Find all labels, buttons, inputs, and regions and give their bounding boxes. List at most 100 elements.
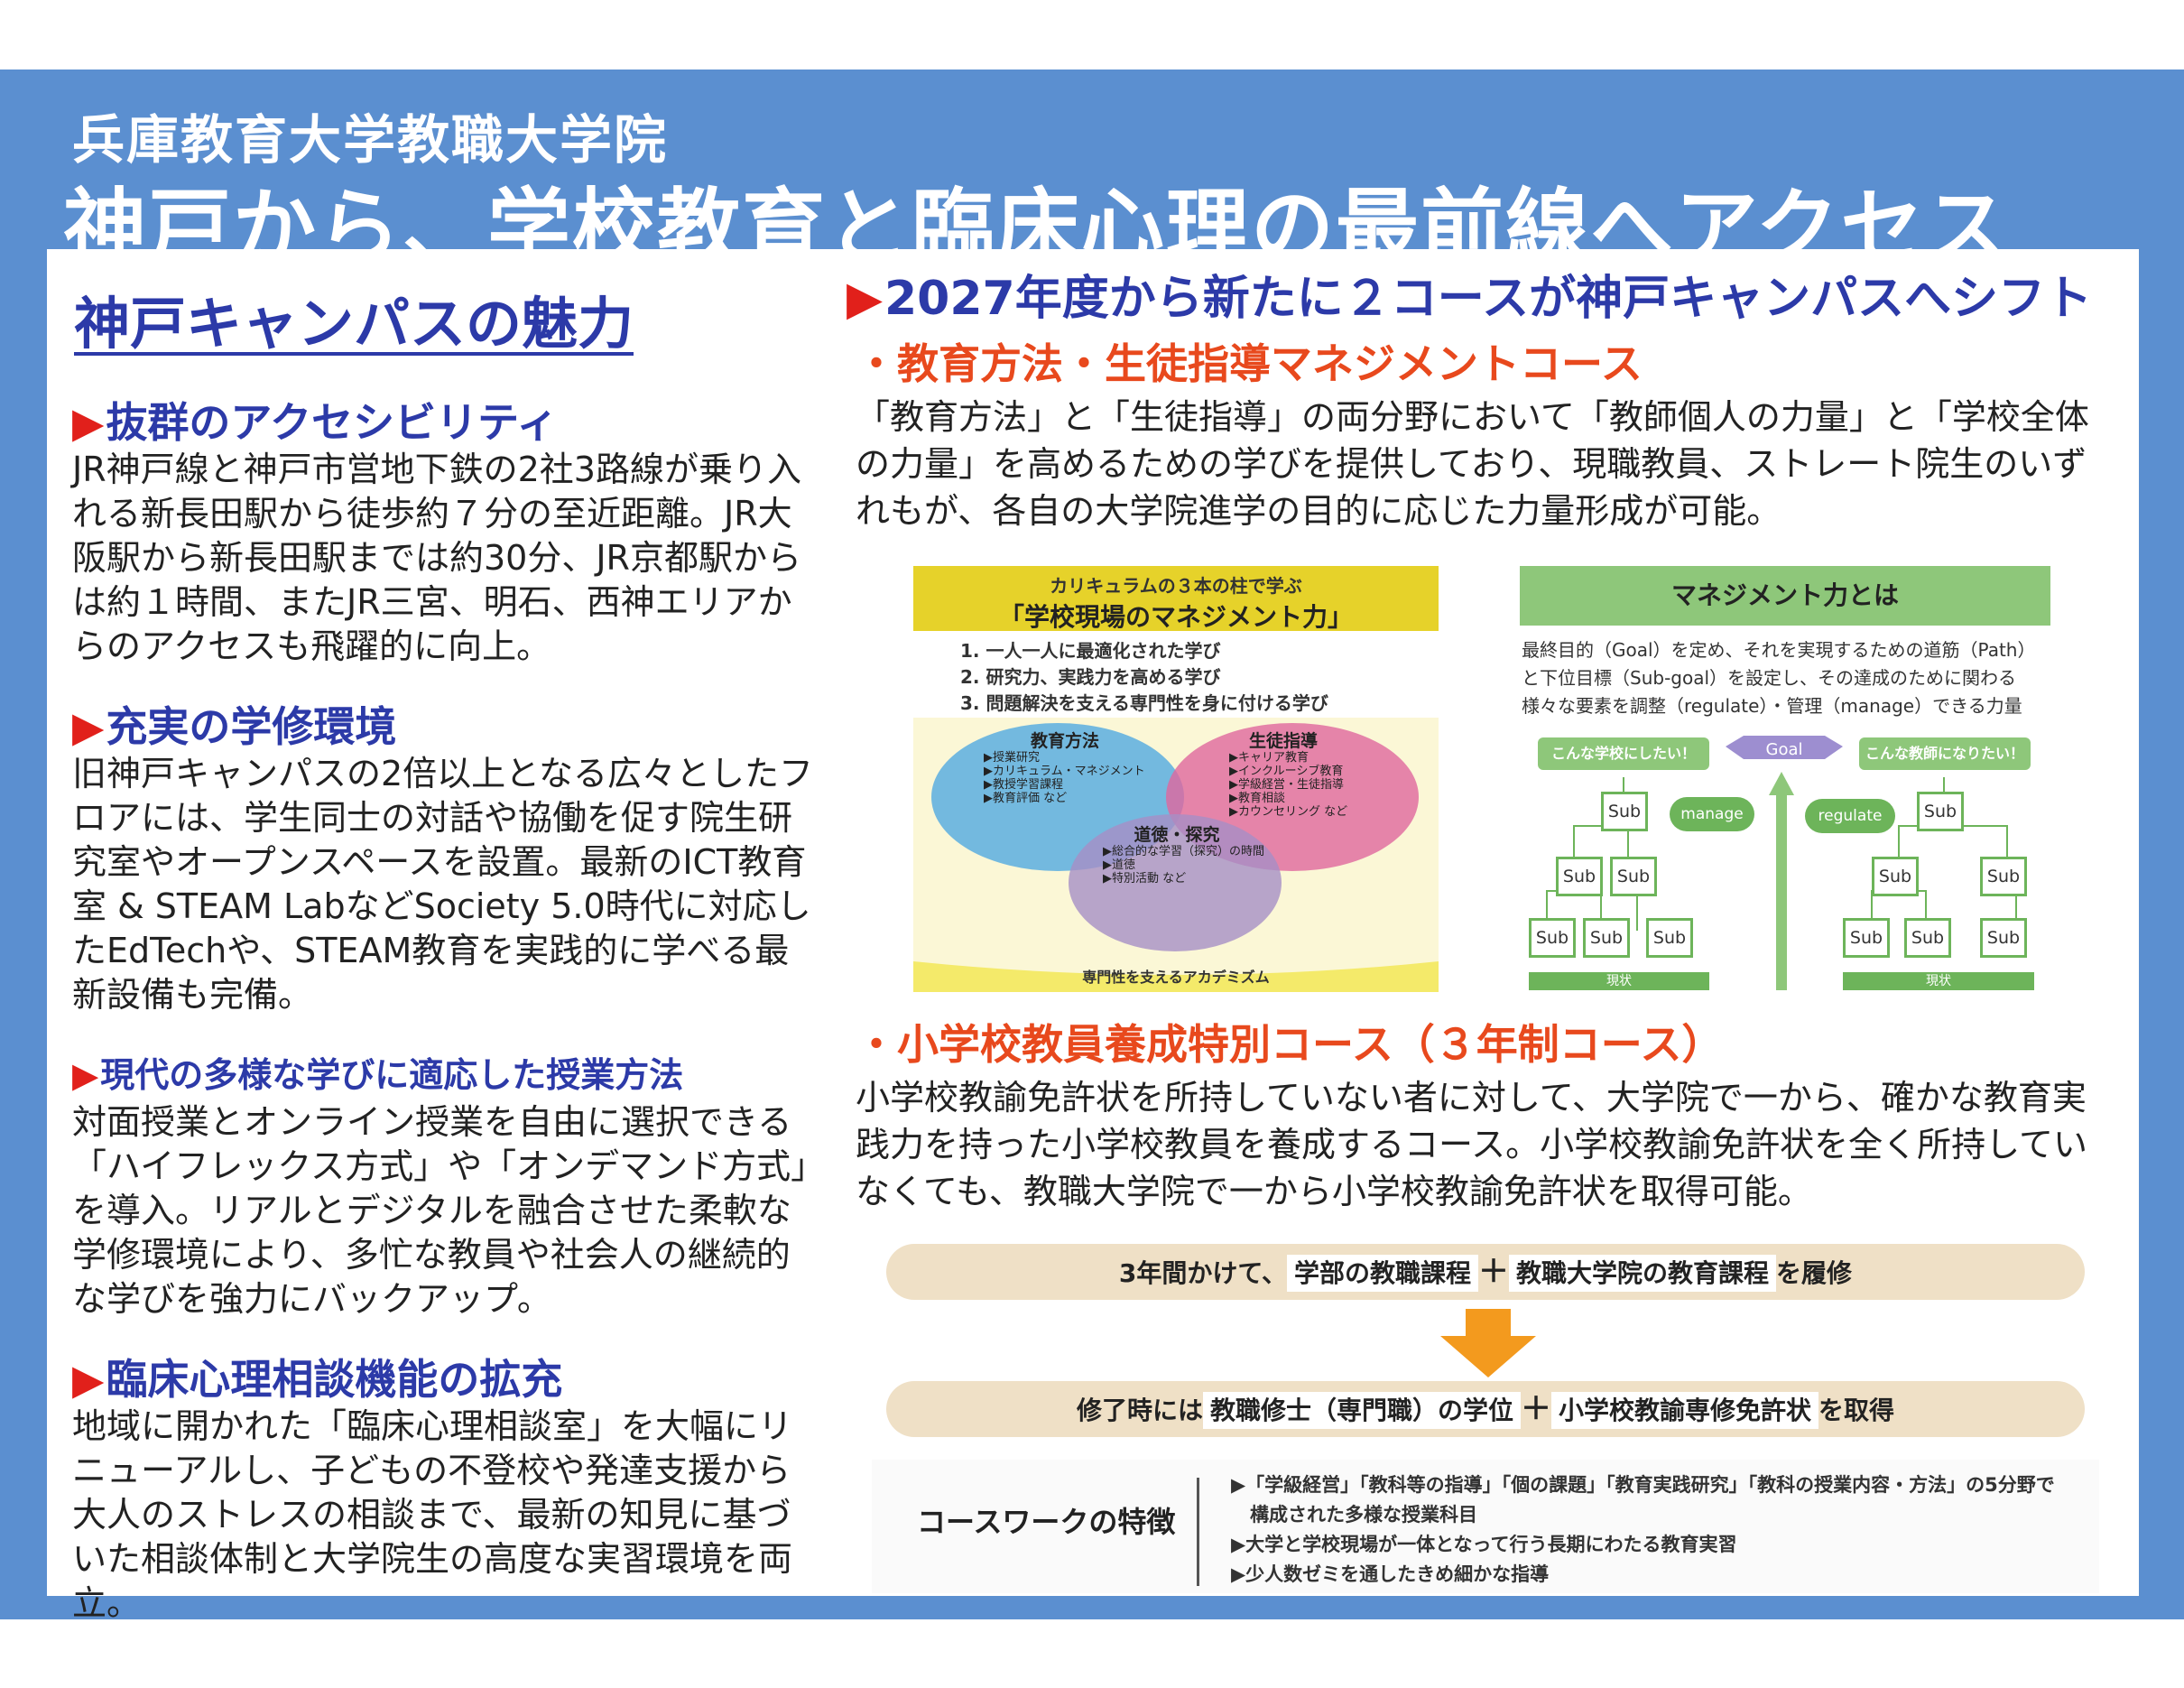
section-heading: ▶充実の学修環境 <box>72 701 821 752</box>
flow-text: を取得 <box>1818 1396 1895 1425</box>
section-text: 対面授業とオンライン授業を自由に選択できる「ハイフレックス方式」や「オンデマンド… <box>72 1102 809 1319</box>
current-state-bar: 現状 <box>1529 972 1709 990</box>
current-state-bar: 現状 <box>1843 972 2034 990</box>
subgoal-box: Sub <box>1529 918 1576 958</box>
section-heading-text: 充実の学修環境 <box>106 702 397 751</box>
right-column: ▶2027年度から新たに２コースが神戸キャンパスへシフト ・教育方法・生徒指導マ… <box>847 271 2119 534</box>
goal-label: Goal <box>1766 740 1803 759</box>
growth-arrow-shaft <box>1776 792 1787 990</box>
venn-item: ▶教育相談 <box>1229 791 1285 805</box>
curriculum-point: 2. 研究力、実践力を高める学び <box>960 666 1221 688</box>
venn-item: ▶道徳 <box>1103 858 1135 872</box>
venn-item: ▶カリキュラム・マネジメント <box>984 765 1145 778</box>
subgoal-box: Sub <box>1646 918 1693 958</box>
coursework-label: コースワークの特徴 <box>917 1505 1176 1539</box>
venn-item: ▶カウンセリング など <box>1229 805 1347 819</box>
flow-highlight: 教職修士（専門職）の学位 <box>1202 1392 1521 1429</box>
curriculum-point: 1. 一人一人に最適化された学び <box>960 640 1221 662</box>
venn-label: 教育方法 <box>1031 730 1099 751</box>
coursework-box: コースワークの特徴 ▶「学級経営」「教科等の指導」「個の課題」「教育実践研究」「… <box>872 1460 2099 1593</box>
triangle-icon: ▶ <box>72 1355 105 1404</box>
subgoal-box: Sub <box>1980 857 2027 896</box>
course1-text: 「教育方法」と「生徒指導」の両分野において「教師個人の力量」と「学校全体の力量」… <box>856 397 2089 531</box>
curriculum-caption: カリキュラムの３本の柱で学ぶ <box>1050 575 1302 597</box>
management-desc-line: 最終目的（Goal）を定め、それを実現するための道筋（Path） <box>1522 639 2036 661</box>
management-desc-line: と下位目標（Sub-goal）を設定し、その達成のために関わる <box>1522 667 2017 689</box>
section-heading-text: 臨床心理相談機能の拡充 <box>106 1355 563 1404</box>
venn-label: 道徳・探究 <box>1134 824 1219 845</box>
section-text: 旧神戸キャンパスの2倍以上となる広々としたフロアには、学生同士の対話や協働を促す… <box>72 754 814 1015</box>
flow-highlight: 学部の教職課程 <box>1287 1255 1479 1292</box>
subgoal-box: Sub <box>1583 918 1630 958</box>
triangle-icon: ▶ <box>72 398 105 447</box>
flow-text: 3年間かけて、 <box>1118 1258 1288 1288</box>
management-figure: マネジメント力とは 最終目的（Goal）を定め、それを実現するための道筋（Pat… <box>1520 566 2050 992</box>
coursework-item: ▶少人数ゼミを通したきめ細かな指導 <box>1231 1563 1550 1585</box>
goal-teacher-label: こんな教師になりたい！ <box>1859 737 2031 770</box>
venn-item: ▶インクルーシブ教育 <box>1229 764 1343 778</box>
flow-step-1: 3年間かけて、学部の教職課程＋教職大学院の教育課程を履修 <box>886 1244 2085 1300</box>
venn-item: ▶教授学習課程 <box>984 777 1063 792</box>
section-text: 地域に開かれた「臨床心理相談室」を大幅にリニューアルし、子どもの不登校や発達支援… <box>72 1406 793 1623</box>
subgoal-box: Sub <box>1843 918 1890 958</box>
venn-diagram: 教育方法 生徒指導 道徳・探究 ▶授業研究▶カリキュラム・マネジメント▶教授学習… <box>913 718 1439 975</box>
subgoal-box: Sub <box>1556 857 1603 896</box>
venn-label: 生徒指導 <box>1249 730 1318 751</box>
venn-item: ▶授業研究 <box>984 750 1040 765</box>
course1-heading: ・教育方法・生徒指導マネジメントコース <box>856 339 1643 388</box>
coursework-item: 構成された多様な授業科目 <box>1231 1504 1477 1526</box>
curriculum-figure: カリキュラムの３本の柱で学ぶ 「学校現場のマネジメント力」 1. 一人一人に最適… <box>913 566 1439 992</box>
venn-item: ▶キャリア教育 <box>1229 750 1309 765</box>
manage-bubble: manage <box>1670 797 1754 831</box>
campus-title: 神戸キャンパスの魅力 <box>74 291 634 357</box>
course2-text: 小学校教諭免許状を所持していない者に対して、大学院で一から、確かな教育実践力を持… <box>856 1078 2087 1211</box>
triangle-icon: ▶ <box>72 1055 99 1095</box>
goal-arrow <box>1726 736 1843 759</box>
curriculum-header: カリキュラムの３本の柱で学ぶ 「学校現場のマネジメント力」 <box>913 566 1439 632</box>
section-heading: ▶臨床心理相談機能の拡充 <box>72 1354 821 1405</box>
plus-sign: ＋ <box>1478 1254 1510 1290</box>
subgoal-box: Sub <box>1872 857 1919 896</box>
section-heading: ▶抜群のアクセシビリティ <box>72 397 821 448</box>
left-column: 神戸キャンパスの魅力 ▶抜群のアクセシビリティ JR神戸線と神戸市営地下鉄の2社… <box>72 271 821 1658</box>
venn-items: ▶授業研究▶カリキュラム・マネジメント▶教授学習課程▶教育評価 など ▶キャリア教… <box>984 750 1347 886</box>
subgoal-box: Sub <box>1601 792 1648 831</box>
regulate-bubble: regulate <box>1805 799 1895 833</box>
flow-highlight: 教職大学院の教育課程 <box>1509 1255 1777 1292</box>
flow-highlight: 小学校教諭専修免許状 <box>1551 1392 1819 1429</box>
triangle-icon: ▶ <box>847 272 883 326</box>
course2-heading: ・小学校教員養成特別コース（３年制コース） <box>856 1020 1724 1069</box>
flow-step-2: 修了時には教職修士（専門職）の学位＋小学校教諭専修免許状を取得 <box>886 1381 2085 1437</box>
plus-sign: ＋ <box>1521 1391 1551 1427</box>
curriculum-title: 「学校現場のマネジメント力」 <box>998 602 1353 632</box>
section-heading-text: 現代の多様な学びに適応した授業方法 <box>100 1055 684 1095</box>
subgoal-box: Sub <box>1980 918 2027 958</box>
venn-item: ▶学級経営・生徒指導 <box>1229 777 1344 792</box>
shift-title: ▶2027年度から新たに２コースが神戸キャンパスへシフト <box>847 271 2119 327</box>
section-text: JR神戸線と神戸市営地下鉄の2社3路線が乗り入れる新長田駅から徒歩約７分の至近距… <box>72 450 801 666</box>
flow-text: 修了時には <box>1076 1396 1203 1425</box>
growth-arrow-head <box>1769 772 1794 795</box>
venn-circle-moral <box>1069 814 1282 951</box>
management-title: マネジメント力とは <box>1520 566 2050 626</box>
goal-school-label: こんな学校にしたい！ <box>1538 737 1709 770</box>
down-arrow-icon <box>1440 1309 1536 1377</box>
subgoal-box: Sub <box>1917 792 1964 831</box>
venn-item: ▶特別活動 など <box>1103 872 1186 886</box>
triangle-icon: ▶ <box>72 702 105 751</box>
coursework-divider <box>1197 1478 1199 1586</box>
coursework-item: ▶大学と学校現場が一体となって行う長期にわたる教育実習 <box>1231 1534 1737 1555</box>
curriculum-points: 1. 一人一人に最適化された学び 2. 研究力、実践力を高める学び 3. 問題解… <box>913 631 1439 718</box>
page-subtitle: 兵庫教育大学教職大学院 <box>72 109 669 171</box>
flow-text: を履修 <box>1776 1258 1853 1288</box>
coursework-item: ▶「学級経営」「教科等の指導」「個の課題」「教育実践研究」「教科の授業内容・方法… <box>1231 1474 2055 1496</box>
management-desc: 最終目的（Goal）を定め、それを実現するための道筋（Path） と下位目標（S… <box>1522 636 2035 720</box>
subgoal-box: Sub <box>1610 857 1657 896</box>
subgoal-box: Sub <box>1904 918 1951 958</box>
section-heading-text: 抜群のアクセシビリティ <box>106 398 559 447</box>
section-heading: ▶現代の多様な学びに適応した授業方法 <box>72 1050 821 1100</box>
venn-item: ▶教育評価 など <box>984 791 1067 805</box>
curriculum-footer: 専門性を支えるアカデミズム <box>1082 969 1270 986</box>
management-desc-line: 様々な要素を調整（regulate）・管理（manage）できる力量 <box>1522 695 2022 717</box>
shift-title-text: 2027年度から新たに２コースが神戸キャンパスへシフト <box>884 272 2093 326</box>
